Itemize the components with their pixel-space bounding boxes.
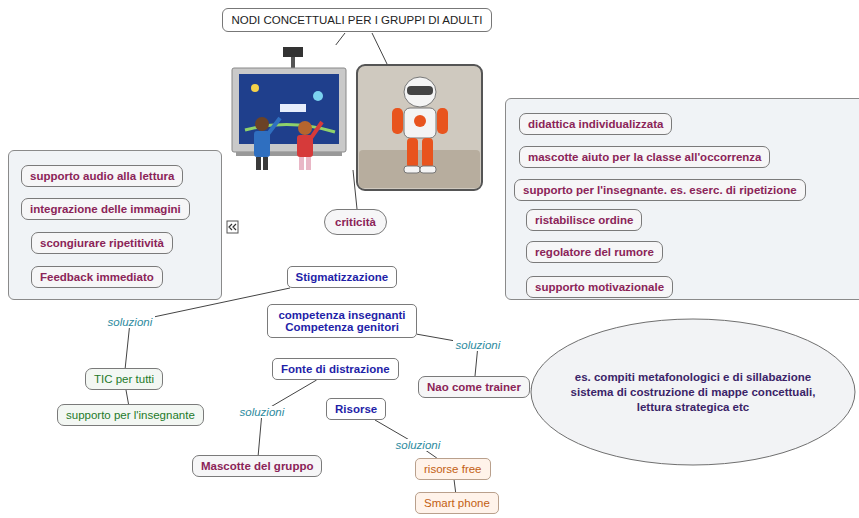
- node-text: NODI CONCETTUALI PER I GRUPPI DI ADULTI: [232, 14, 483, 26]
- screen-dot: [251, 84, 259, 92]
- problem-box: Stigmatizzazione: [287, 266, 398, 288]
- feature-box: supporto per l'insegnante. es. eserc. di…: [514, 179, 806, 201]
- node-text: Mascotte del gruppo: [201, 460, 313, 472]
- connector: [454, 480, 456, 492]
- leg: [256, 157, 261, 170]
- floor: [359, 150, 480, 188]
- solution-box: supporto per l'insegnante: [57, 404, 204, 426]
- body: [254, 131, 270, 157]
- robot-chest: [404, 108, 436, 138]
- feature-box: Feedback immediato: [31, 266, 163, 288]
- node-text: ristabilisce ordine: [535, 214, 633, 226]
- node-text: mascotte aiuto per la classe all'occorre…: [528, 151, 761, 163]
- resource-box: risorse free: [415, 458, 491, 480]
- feature-box: scongiurare ripetitività: [31, 232, 173, 254]
- connector: [125, 288, 290, 368]
- screen-dot: [313, 91, 323, 101]
- group-panel: supporto audio alla lettura integrazione …: [8, 150, 222, 300]
- node-text: Fonte di distrazione: [281, 363, 390, 375]
- leg: [299, 157, 304, 170]
- screen-label: [280, 104, 306, 112]
- group-panel: didattica individualizzata mascotte aiuto…: [505, 98, 859, 300]
- node-text: criticità: [335, 216, 376, 228]
- example-ellipse: es. compiti metafonologici e di sillabaz…: [530, 318, 856, 466]
- robot-picture: [357, 65, 482, 190]
- solution-box: Nao come trainer: [418, 376, 530, 398]
- node-text: supporto audio alla lettura: [30, 170, 174, 182]
- ellipse-shape: [531, 319, 855, 465]
- robot-leg: [407, 138, 418, 168]
- board-frame: [232, 68, 346, 152]
- node-text: integrazione delle immagini: [30, 203, 181, 215]
- leader-line: [335, 33, 345, 46]
- node-text: didattica individualizzata: [528, 118, 663, 130]
- node-text: Smart phone: [424, 497, 490, 509]
- feature-box: supporto motivazionale: [526, 276, 673, 298]
- feature-box: supporto audio alla lettura: [21, 165, 183, 187]
- robot-foot: [404, 166, 420, 173]
- problem-box: competenza insegnanti Competenza genitor…: [267, 304, 417, 338]
- leg: [263, 157, 268, 170]
- problem-box: Fonte di distrazione: [272, 358, 399, 380]
- node-text: supporto per l'insegnante: [66, 409, 195, 421]
- robot-foot: [420, 166, 436, 173]
- node-text: es. compiti metafonologici e di sillabaz…: [562, 370, 824, 415]
- child-figure: [297, 121, 322, 170]
- smartboard-picture: [228, 45, 350, 172]
- robot-arm: [392, 108, 403, 134]
- feature-box: mascotte aiuto per la classe all'occorre…: [519, 146, 770, 168]
- icon-chevrons: [229, 224, 236, 230]
- robot-badge: [414, 115, 426, 127]
- robot-eyes: [407, 86, 433, 95]
- node-text: Risorse: [335, 403, 377, 415]
- problem-box: Risorse: [326, 398, 386, 420]
- link-phrase: soluzioni: [105, 316, 156, 328]
- node-text: Stigmatizzazione: [296, 271, 389, 283]
- arm: [268, 118, 280, 134]
- topic-pill: criticità: [324, 209, 387, 235]
- projector-arm: [291, 57, 295, 69]
- robot-leg: [422, 138, 433, 168]
- arm: [311, 122, 322, 138]
- node-text: supporto motivazionale: [535, 281, 664, 293]
- feature-box: ristabilisce ordine: [526, 209, 642, 231]
- feature-box: regolatore del rumore: [526, 241, 663, 263]
- child-figure: [254, 117, 280, 170]
- leg: [306, 157, 311, 170]
- collapse-icon: [227, 221, 238, 233]
- link-phrase: soluzioni: [453, 339, 504, 351]
- head: [255, 117, 269, 131]
- node-text: TIC per tutti: [94, 373, 154, 385]
- projector: [283, 47, 303, 57]
- node-text: Nao come trainer: [427, 381, 521, 393]
- link-phrase: soluzioni: [237, 406, 288, 418]
- icon-frame: [227, 221, 238, 233]
- head: [298, 121, 312, 135]
- title-box: NODI CONCETTUALI PER I GRUPPI DI ADULTI: [222, 8, 493, 32]
- photo-ground: [228, 45, 350, 172]
- node-text: Feedback immediato: [40, 271, 154, 283]
- robot-head: [404, 77, 436, 107]
- board-tray: [236, 152, 342, 156]
- node-text: scongiurare ripetitività: [40, 237, 164, 249]
- connector: [126, 390, 129, 404]
- node-text: competenza insegnanti Competenza genitor…: [276, 309, 408, 333]
- node-text: risorse free: [424, 463, 482, 475]
- feature-box: integrazione delle immagini: [21, 198, 190, 220]
- node-text: supporto per l'insegnante. es. eserc. di…: [523, 184, 797, 196]
- board-screen: [239, 74, 339, 144]
- solution-box: Mascotte del gruppo: [192, 455, 322, 477]
- node-text: regolatore del rumore: [535, 246, 654, 258]
- robot-arm: [437, 108, 448, 134]
- feature-box: didattica individualizzata: [519, 113, 672, 135]
- solution-box: TIC per tutti: [85, 368, 163, 390]
- link-phrase: soluzioni: [393, 439, 444, 451]
- resource-box: Smart phone: [415, 492, 499, 514]
- body: [297, 135, 313, 157]
- leader-line: [372, 33, 388, 66]
- photo-frame: [357, 65, 482, 190]
